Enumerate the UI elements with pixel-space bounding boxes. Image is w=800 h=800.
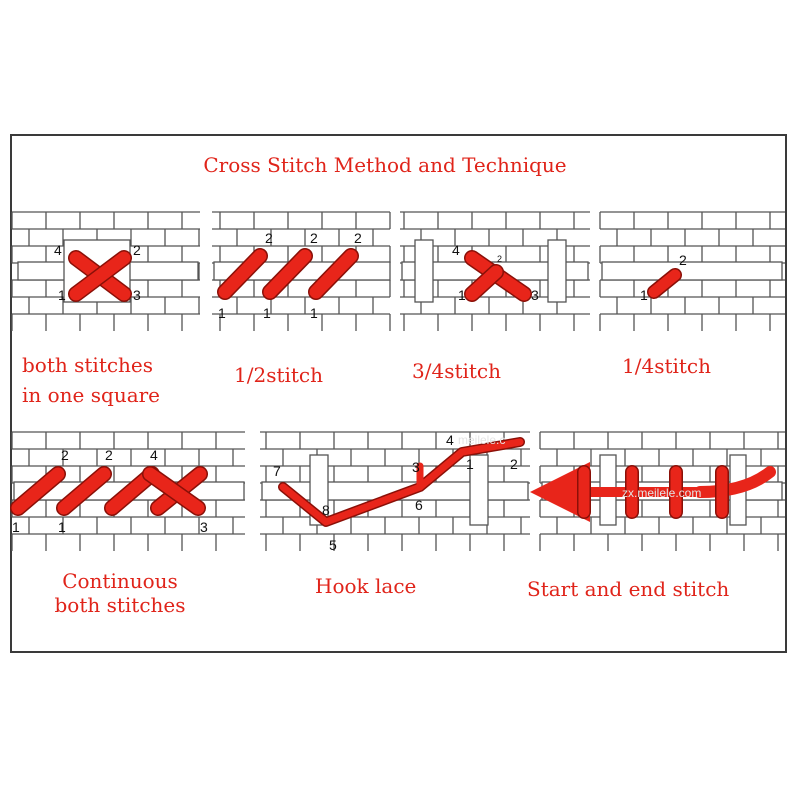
stitch-stroke — [69, 251, 131, 301]
stitch-stroke — [694, 466, 776, 498]
diagram-frame — [10, 134, 787, 653]
label-both-stitches-line1: both stitches — [22, 353, 154, 377]
stitch-stroke — [218, 249, 267, 299]
label-continuous-line1: Continuous — [62, 569, 178, 593]
weave-band — [469, 454, 489, 526]
stitch-number: 2 — [510, 456, 518, 472]
stitch-number: 3 — [200, 519, 208, 535]
label-quarter-stitch: 1/4stitch — [622, 354, 712, 378]
stitch-number: 1 — [58, 519, 66, 535]
stitch-number: 6 — [415, 497, 423, 513]
stitch-number: 5 — [329, 537, 337, 553]
weave-band — [547, 239, 567, 303]
stitch-number: 3 — [412, 459, 420, 475]
label-continuous-line2: both stitches — [54, 593, 186, 617]
stitch-stroke — [143, 467, 205, 515]
stitch-number: 2 — [133, 242, 141, 258]
stitch-number: 1 — [466, 456, 474, 472]
stitch-number: 2 — [61, 447, 69, 463]
stitch-number: 1 — [218, 305, 226, 321]
stitch-numbers: 4 2 1 3 2 2 2 1 1 1 4 2 1 3 2 1 2 2 4 1 … — [12, 230, 701, 553]
label-start-end-stitch: Start and end stitch — [527, 577, 730, 601]
stitch-number: 3 — [531, 287, 539, 303]
stitch-number: 4 — [446, 432, 454, 448]
stitch-stroke — [465, 265, 503, 301]
stitch-number: 2 — [265, 230, 273, 246]
weave-band — [414, 239, 434, 303]
label-three-quarter-stitch: 3/4stitch — [412, 359, 502, 383]
stitch-number: 2 — [105, 447, 113, 463]
stitch-number: 2 — [310, 230, 318, 246]
stitches — [10, 248, 776, 527]
stitch-stroke — [263, 249, 312, 299]
stitch-number: 1 — [58, 287, 66, 303]
stitch-stroke — [309, 249, 358, 299]
stitch-stroke — [57, 467, 111, 515]
label-both-stitches-line2: in one square — [22, 383, 161, 407]
stitch-number: 1 — [458, 287, 466, 303]
stitch-number: 2 — [497, 254, 502, 264]
stitch-number: 1 — [263, 305, 271, 321]
watermark: meilele.c — [458, 433, 505, 447]
page-title: Cross Stitch Method and Technique — [203, 153, 567, 177]
stitch-number: 1 — [640, 287, 648, 303]
stitch-number: 4 — [452, 242, 460, 258]
stitch-number: 4 — [54, 242, 62, 258]
stitch-number: 3 — [133, 287, 141, 303]
stitch-number: 8 — [322, 502, 330, 518]
stitch-number: 2 — [354, 230, 362, 246]
stitch-number: 7 — [273, 463, 281, 479]
stitch-number: 2 — [679, 252, 687, 268]
stitch-number: 1 — [12, 519, 20, 535]
watermark: zx.meilele.com — [622, 486, 701, 500]
stitch-stroke — [648, 269, 681, 298]
weave-band — [601, 261, 783, 281]
stitch-number: 1 — [310, 305, 318, 321]
stitch-stroke — [11, 467, 65, 515]
label-hook-lace: Hook lace — [315, 574, 417, 598]
stitch-number: 4 — [150, 447, 158, 463]
label-half-stitch: 1/2stitch — [234, 363, 324, 387]
